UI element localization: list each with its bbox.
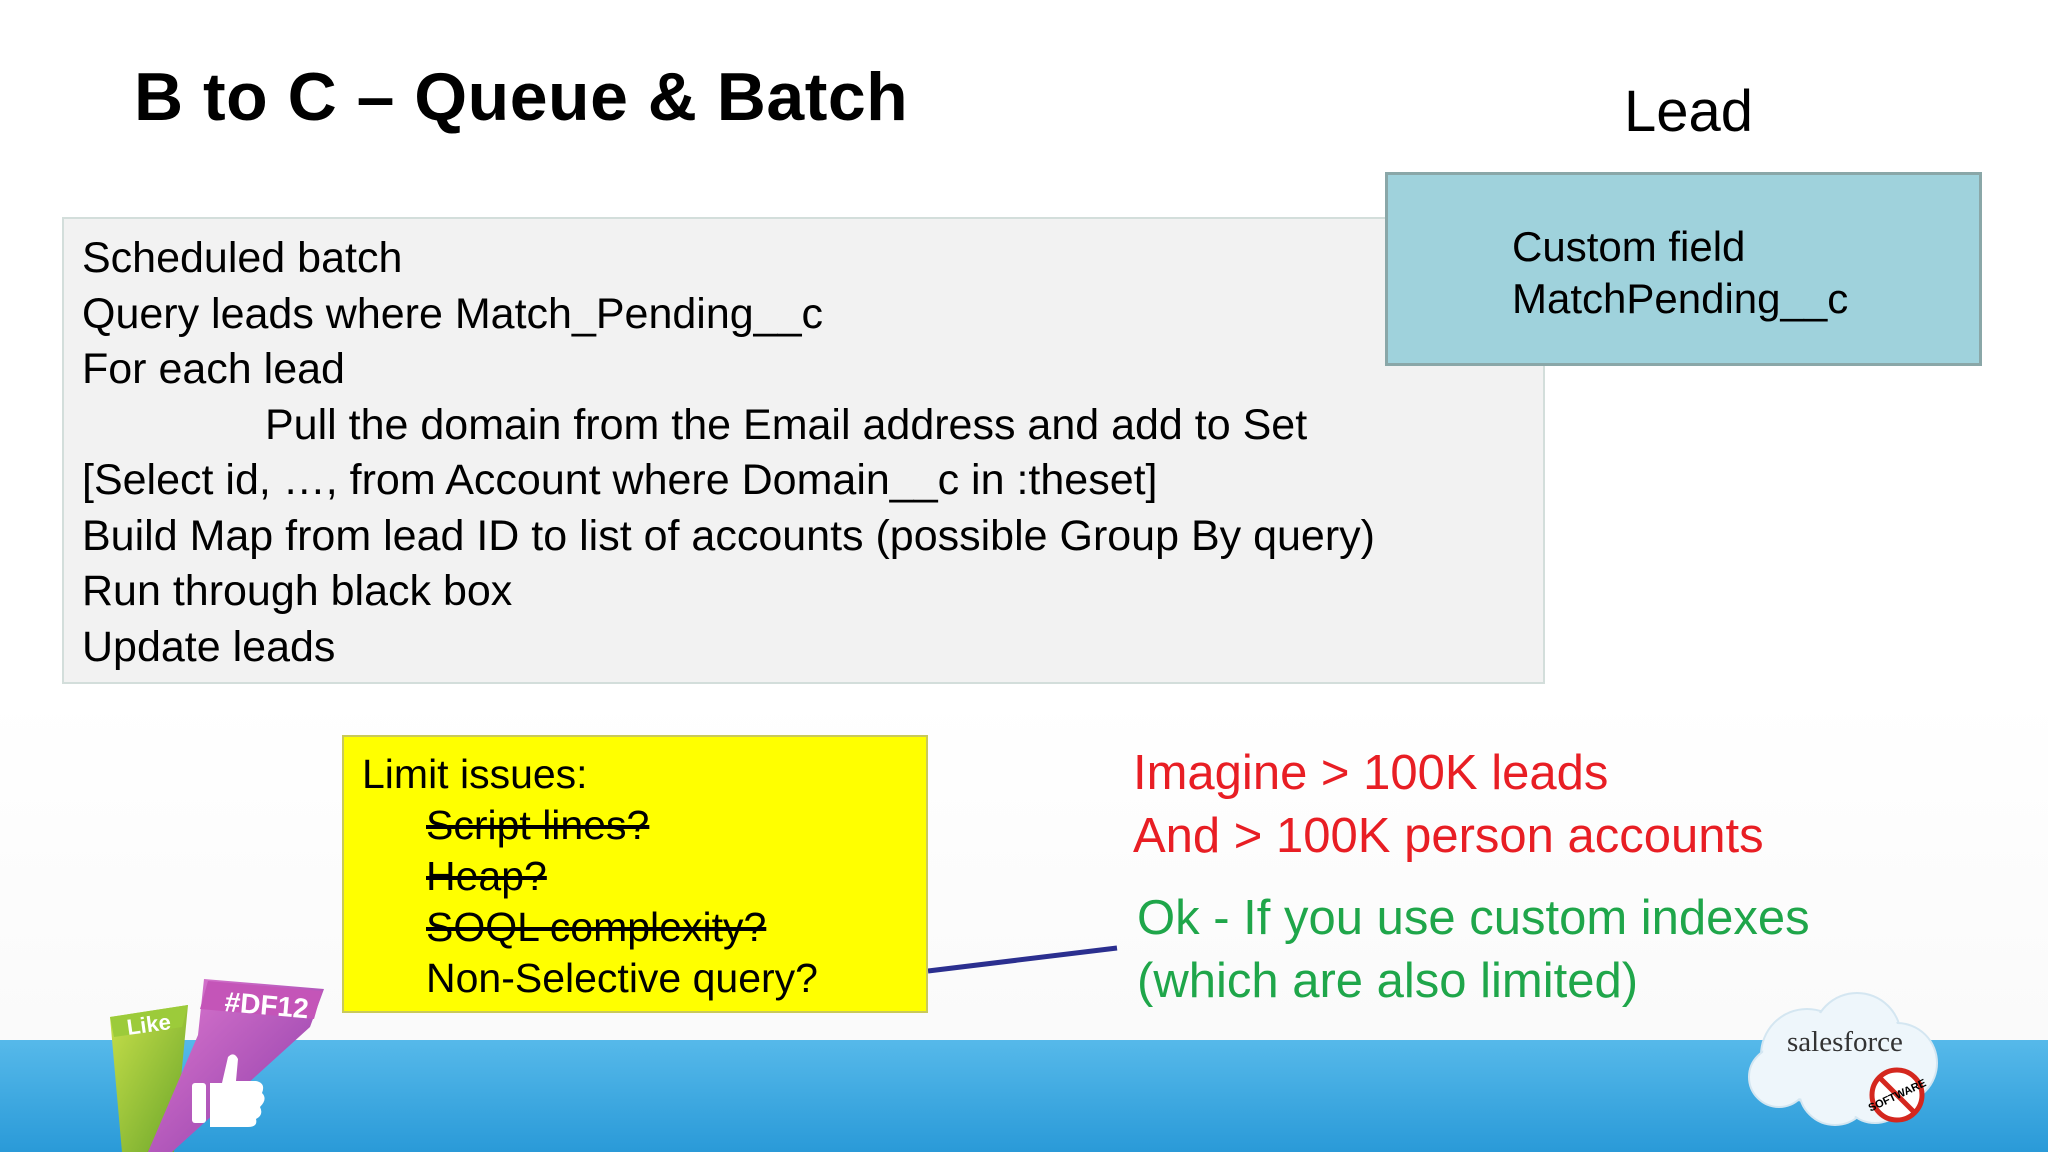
- custom-field-box: Custom field MatchPending__c: [1385, 172, 1982, 366]
- salesforce-wordmark: salesforce: [1787, 1026, 1903, 1058]
- step-line: Run through black box: [82, 567, 513, 615]
- index-note: Ok - If you use custom indexes (which ar…: [1137, 887, 1810, 1013]
- df12-tag-text: #DF12: [223, 986, 309, 1024]
- no-software-icon: SOFTWARE: [1867, 1067, 1928, 1123]
- background-gradient: [0, 695, 2048, 1040]
- limit-item: Heap?: [426, 853, 547, 899]
- volume-note-line: Imagine > 100K leads: [1133, 746, 1609, 800]
- limit-item: Script lines?: [426, 802, 650, 848]
- step-line: Query leads where Match_Pending__c: [82, 289, 823, 338]
- limit-item: SOQL complexity?: [426, 904, 767, 950]
- salesforce-cloud-logo: salesforce SOFTWARE: [1748, 992, 1938, 1126]
- step-line: Pull the domain from the Email address a…: [265, 400, 1308, 449]
- df12-like-logo: Like #DF12: [110, 979, 324, 1152]
- custom-field-name: MatchPending__c: [1512, 275, 1849, 322]
- batch-steps-box: Scheduled batch Query leads where Match_…: [62, 217, 1545, 684]
- thumbs-up-icon: [192, 1054, 265, 1127]
- step-line: [Select id, …, from Account where Domain…: [82, 456, 1158, 504]
- footer-band: [0, 1040, 2048, 1152]
- limit-item: Non-Selective query?: [426, 955, 818, 1001]
- step-line: Build Map from lead ID to list of accoun…: [82, 511, 1375, 560]
- limit-issues-box: Limit issues: Script lines? Heap? SOQL c…: [342, 735, 928, 1013]
- volume-note-line: And > 100K person accounts: [1133, 809, 1764, 863]
- index-note-line: (which are also limited): [1137, 954, 1639, 1008]
- like-text: Like: [125, 1009, 172, 1040]
- lead-object-label: Lead: [1624, 79, 1754, 144]
- limit-issues-heading: Limit issues:: [362, 751, 588, 797]
- step-line: Scheduled batch: [82, 234, 403, 282]
- step-line: For each lead: [82, 345, 345, 393]
- step-line: Update leads: [82, 622, 336, 671]
- slide-title: B to C – Queue & Batch: [134, 59, 909, 135]
- index-note-line: Ok - If you use custom indexes: [1137, 891, 1810, 945]
- volume-note: Imagine > 100K leads And > 100K person a…: [1133, 742, 1764, 868]
- custom-field-label: Custom field: [1512, 223, 1746, 270]
